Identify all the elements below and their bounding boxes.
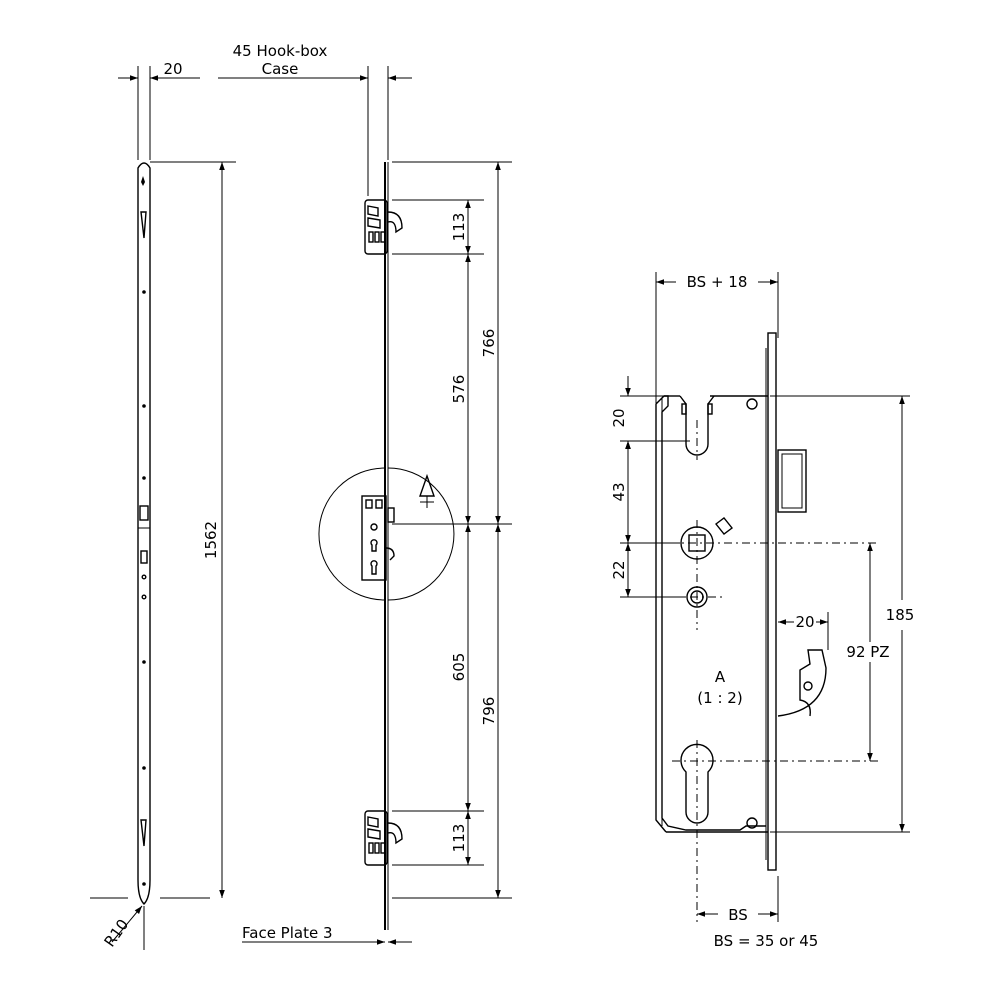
- face-plate-outline: [137, 162, 151, 905]
- hook-bolt: [777, 649, 827, 717]
- dim-92pz: 92 PZ: [846, 643, 889, 661]
- dim-113-bottom: 113: [450, 824, 468, 853]
- top-slot: [679, 395, 715, 456]
- dim-796: 796: [480, 697, 498, 726]
- dim-576: 576: [450, 375, 468, 404]
- dim-r10: R10: [101, 916, 133, 951]
- dim-185: 185: [886, 606, 915, 624]
- dim-20-left: 20: [610, 408, 628, 427]
- detail-scale: (1 : 2): [697, 689, 742, 707]
- dim-1562: 1562: [202, 521, 220, 559]
- side-view: 45 Hook-box Case: [218, 42, 512, 945]
- dim-20-top: 20: [163, 60, 182, 78]
- face-plate-label: Face Plate 3: [242, 924, 333, 942]
- dim-43: 43: [610, 482, 628, 501]
- hook-box-label-2: Case: [262, 60, 299, 78]
- dim-20-hook: 20: [795, 613, 814, 631]
- bottom-hook-box: [364, 810, 403, 866]
- lock-case-detail: BS + 18: [610, 272, 914, 950]
- hook-box-label-1: 45 Hook-box: [233, 42, 328, 60]
- bs-note: BS = 35 or 45: [714, 932, 819, 950]
- dim-bs-plus-18: BS + 18: [687, 273, 748, 291]
- dim-766: 766: [480, 329, 498, 358]
- euro-cylinder: [680, 743, 714, 824]
- detail-marker-a: A: [427, 492, 428, 495]
- latch-bolt: [777, 449, 807, 513]
- dim-113-top: 113: [450, 213, 468, 242]
- lock-case-body: [655, 395, 766, 833]
- face-plate-view: 20 1562 R10: [90, 60, 236, 950]
- lock-face-plate: [767, 332, 777, 871]
- dim-605: 605: [450, 653, 468, 682]
- dim-22: 22: [610, 560, 628, 579]
- detail-title-a: A: [715, 668, 726, 686]
- top-hook-box: [364, 199, 403, 255]
- dim-bs: BS: [728, 906, 748, 924]
- detail-circle-a: A: [318, 467, 455, 601]
